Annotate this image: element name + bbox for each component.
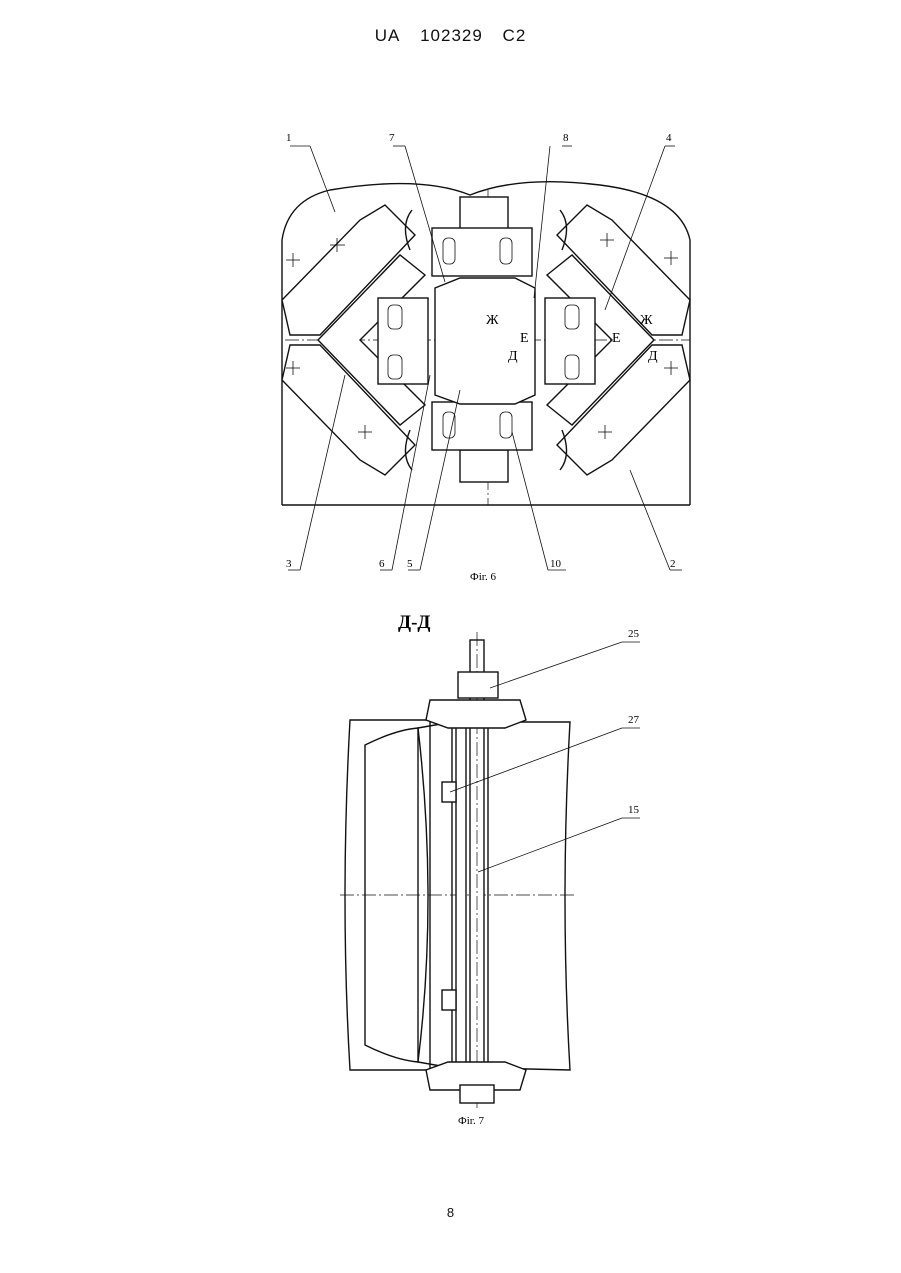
key-lower — [442, 990, 456, 1010]
top-guide — [460, 197, 508, 229]
bottom-guide — [460, 450, 508, 482]
section-mark-d-left: Д — [508, 349, 518, 364]
callout-3: 3 — [286, 558, 292, 570]
page-number: 8 — [0, 1205, 901, 1220]
callout-2: 2 — [670, 558, 676, 570]
block-section — [488, 722, 570, 1070]
cap-top — [426, 700, 526, 728]
section-mark-e-right: Е — [612, 331, 621, 346]
callout-5: 5 — [407, 558, 413, 570]
section-mark-zh-right: Ж — [640, 313, 653, 328]
section-mark-zh-left: Ж — [486, 313, 499, 328]
figure-6: 1 7 8 4 3 6 5 10 2 Ж Е Д Е Ж Д Фіг. 6 — [282, 132, 690, 583]
callout-27: 27 — [628, 714, 640, 726]
callout-7: 7 — [389, 132, 395, 144]
callout-1: 1 — [286, 132, 292, 144]
callout-25: 25 — [628, 628, 640, 640]
figure-7-caption: Фіг. 7 — [458, 1115, 485, 1127]
key-upper — [442, 782, 456, 802]
section-title: Д-Д — [398, 612, 430, 633]
callout-15: 15 — [628, 804, 640, 816]
callout-6: 6 — [379, 558, 385, 570]
nut-top — [458, 672, 498, 698]
bolt-head — [460, 1085, 494, 1103]
insert-strip — [456, 722, 466, 1068]
figure-6-caption: Фіг. 6 — [470, 571, 497, 583]
callout-10: 10 — [550, 558, 562, 570]
section-mark-d-right: Д — [648, 349, 658, 364]
figure-7: Д-Д 25 27 15 Фіг. 7 — [340, 612, 640, 1127]
section-mark-e-left: Е — [520, 331, 529, 346]
callout-4: 4 — [666, 132, 672, 144]
central-die — [378, 210, 595, 470]
callout-8: 8 — [563, 132, 569, 144]
